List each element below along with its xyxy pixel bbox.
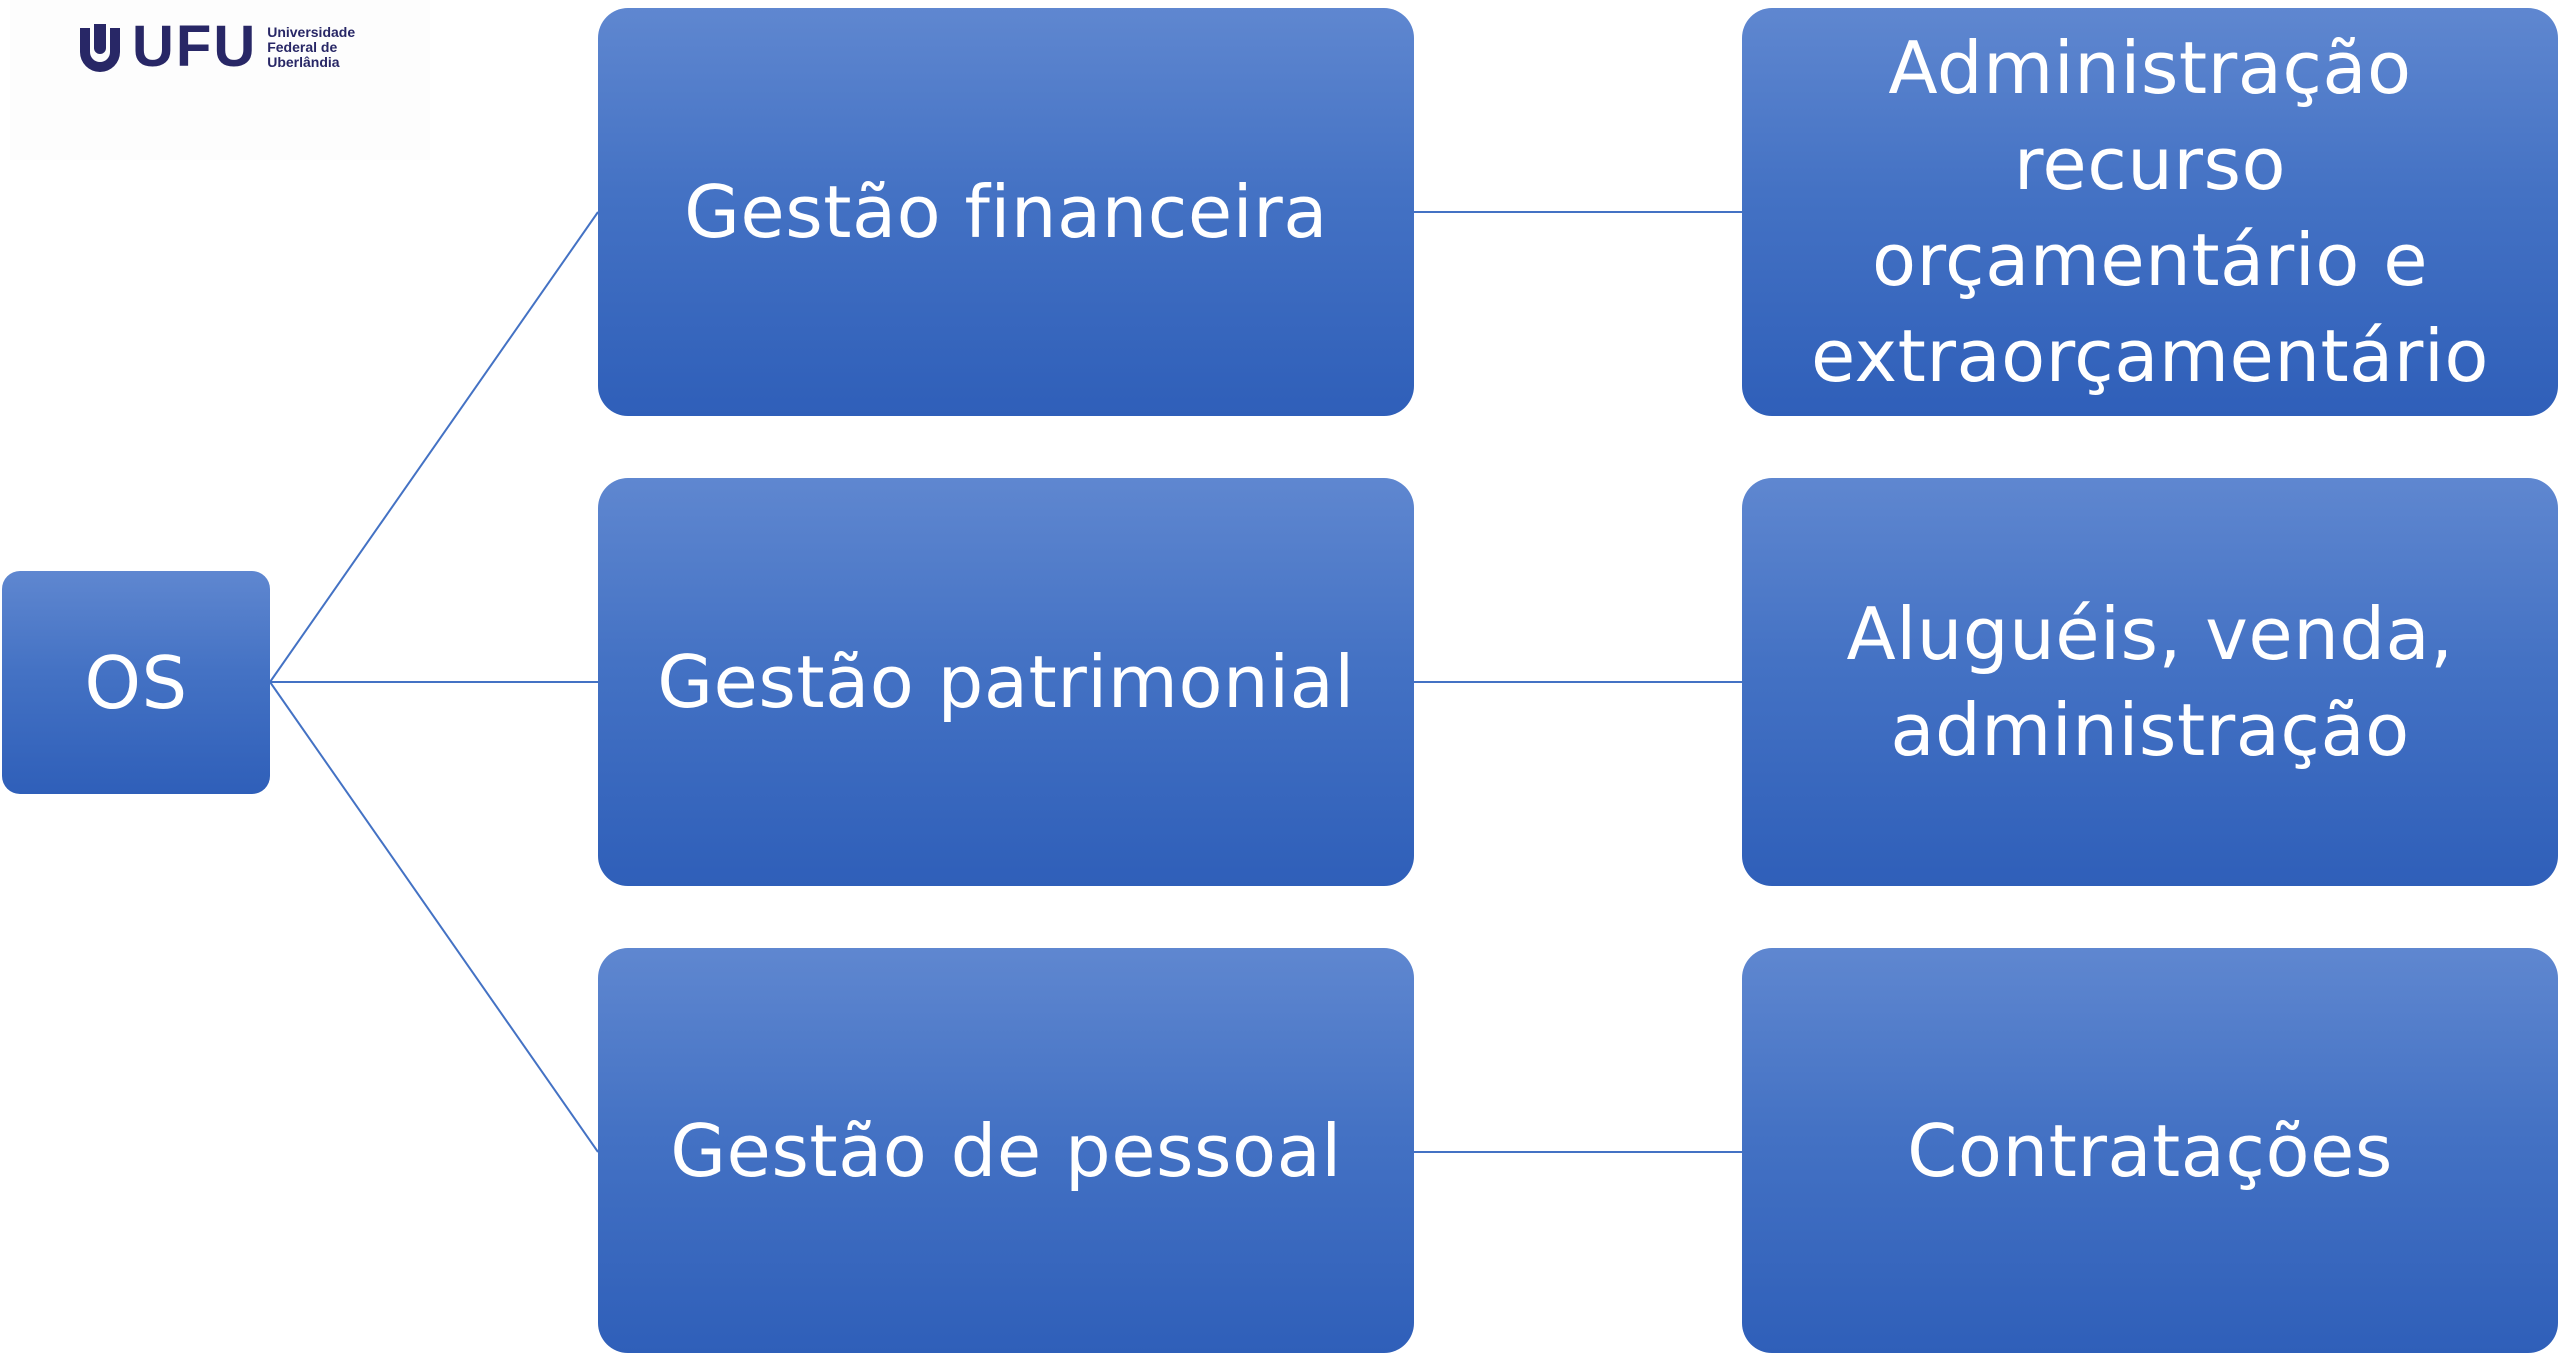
branch-node-3-label: Gestão de pessoal: [670, 1108, 1342, 1193]
detail-node-1-label: Administração recurso orçamentário e ext…: [1811, 26, 2489, 398]
detail-node-3: Contratações: [1742, 948, 2558, 1353]
logo-name: Universidade Federal de Uberlândia: [267, 23, 356, 70]
ufu-logo: UFU Universidade Federal de Uberlândia: [76, 14, 356, 79]
detail-node-2: Aluguéis, venda, administração: [1742, 478, 2558, 886]
logo-acronym: UFU: [132, 14, 258, 79]
branch-node-2: Gestão patrimonial: [598, 478, 1414, 886]
detail-node-1: Administração recurso orçamentário e ext…: [1742, 8, 2558, 416]
root-node: OS: [2, 571, 270, 794]
branch-node-1-label: Gestão financeira: [684, 170, 1328, 254]
connector-root-to-branch-1: [269, 211, 599, 683]
detail-node-2-label: Aluguéis, venda, administração: [1846, 592, 2454, 772]
logo-line-3: Uberlândia: [267, 53, 340, 70]
logo-line-2: Federal de: [267, 38, 338, 55]
branch-node-2-label: Gestão patrimonial: [657, 640, 1355, 724]
root-node-label: OS: [84, 640, 188, 725]
logo-line-1: Universidade: [267, 23, 356, 40]
logo-area: UFU Universidade Federal de Uberlândia: [10, 0, 430, 160]
detail-node-3-label: Contratações: [1907, 1108, 2393, 1193]
connector-root-to-branch-3: [269, 681, 599, 1153]
branch-node-1: Gestão financeira: [598, 8, 1414, 416]
ufu-emblem-icon: [80, 24, 120, 72]
branch-node-3: Gestão de pessoal: [598, 948, 1414, 1353]
